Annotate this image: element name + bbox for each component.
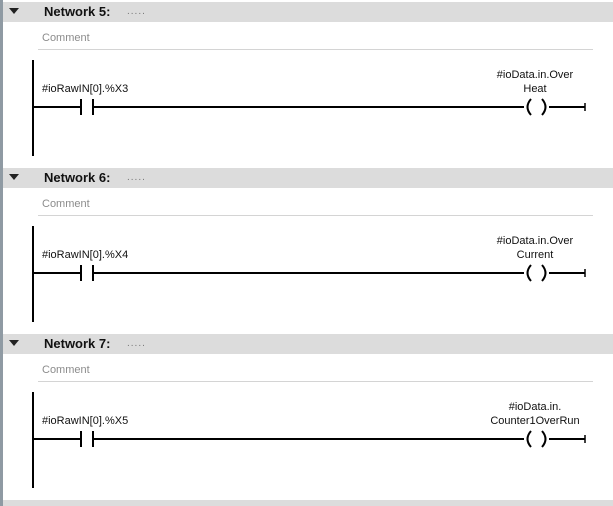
coil-operand-line2: Counter1OverRun (490, 415, 580, 427)
coil-operand-line1: #ioData.in.Over (496, 235, 574, 247)
comment-placeholder: Comment (42, 364, 90, 376)
coil-operand[interactable]: #ioData.in.Over Current (460, 234, 610, 262)
coil-icon[interactable] (526, 264, 547, 282)
coil-operand[interactable]: #ioData.in.Over Heat (460, 68, 610, 96)
coil-operand-line2: Current (516, 249, 554, 261)
network-5: Network 5: ..... Comment #ioRawIN[0].%X3… (3, 2, 613, 168)
network-header[interactable]: Network 6: ..... (3, 168, 613, 188)
rung (32, 392, 586, 488)
coil-operand-line2: Heat (523, 83, 547, 95)
rung (32, 60, 586, 156)
no-contact-icon[interactable] (80, 431, 94, 447)
editor-left-border (0, 0, 3, 506)
network-title: Network 5: (44, 4, 111, 19)
collapse-icon[interactable] (9, 174, 19, 180)
coil-operand[interactable]: #ioData.in. Counter1OverRun (460, 400, 610, 428)
comment-placeholder: Comment (42, 198, 90, 210)
contact-operand[interactable]: #ioRawIN[0].%X5 (42, 415, 129, 427)
network-header[interactable]: Network 5: ..... (3, 2, 613, 22)
network-title: Network 7: (44, 336, 111, 351)
comment-placeholder: Comment (42, 32, 90, 44)
collapse-icon[interactable] (9, 340, 19, 346)
network-title-field[interactable]: ..... (127, 6, 146, 17)
no-contact-icon[interactable] (80, 265, 94, 281)
collapse-icon[interactable] (9, 8, 19, 14)
comment-field[interactable]: Comment (38, 360, 593, 382)
contact-operand[interactable]: #ioRawIN[0].%X3 (42, 83, 129, 95)
contact-operand[interactable]: #ioRawIN[0].%X4 (42, 249, 129, 261)
network-title-field[interactable]: ..... (127, 338, 146, 349)
network-7: Network 7: ..... Comment #ioRawIN[0].%X5… (3, 334, 613, 500)
network-title: Network 6: (44, 170, 111, 185)
coil-operand-line1: #ioData.in.Over (496, 69, 574, 81)
comment-field[interactable]: Comment (38, 194, 593, 216)
network-header[interactable]: Network 7: ..... (3, 334, 613, 354)
rung (32, 226, 586, 322)
coil-icon[interactable] (526, 430, 547, 448)
next-network-header (3, 500, 613, 506)
network-title-field[interactable]: ..... (127, 172, 146, 183)
no-contact-icon[interactable] (80, 99, 94, 115)
coil-operand-line1: #ioData.in. (508, 401, 562, 413)
comment-field[interactable]: Comment (38, 28, 593, 50)
network-6: Network 6: ..... Comment #ioRawIN[0].%X4… (3, 168, 613, 334)
coil-icon[interactable] (526, 98, 547, 116)
